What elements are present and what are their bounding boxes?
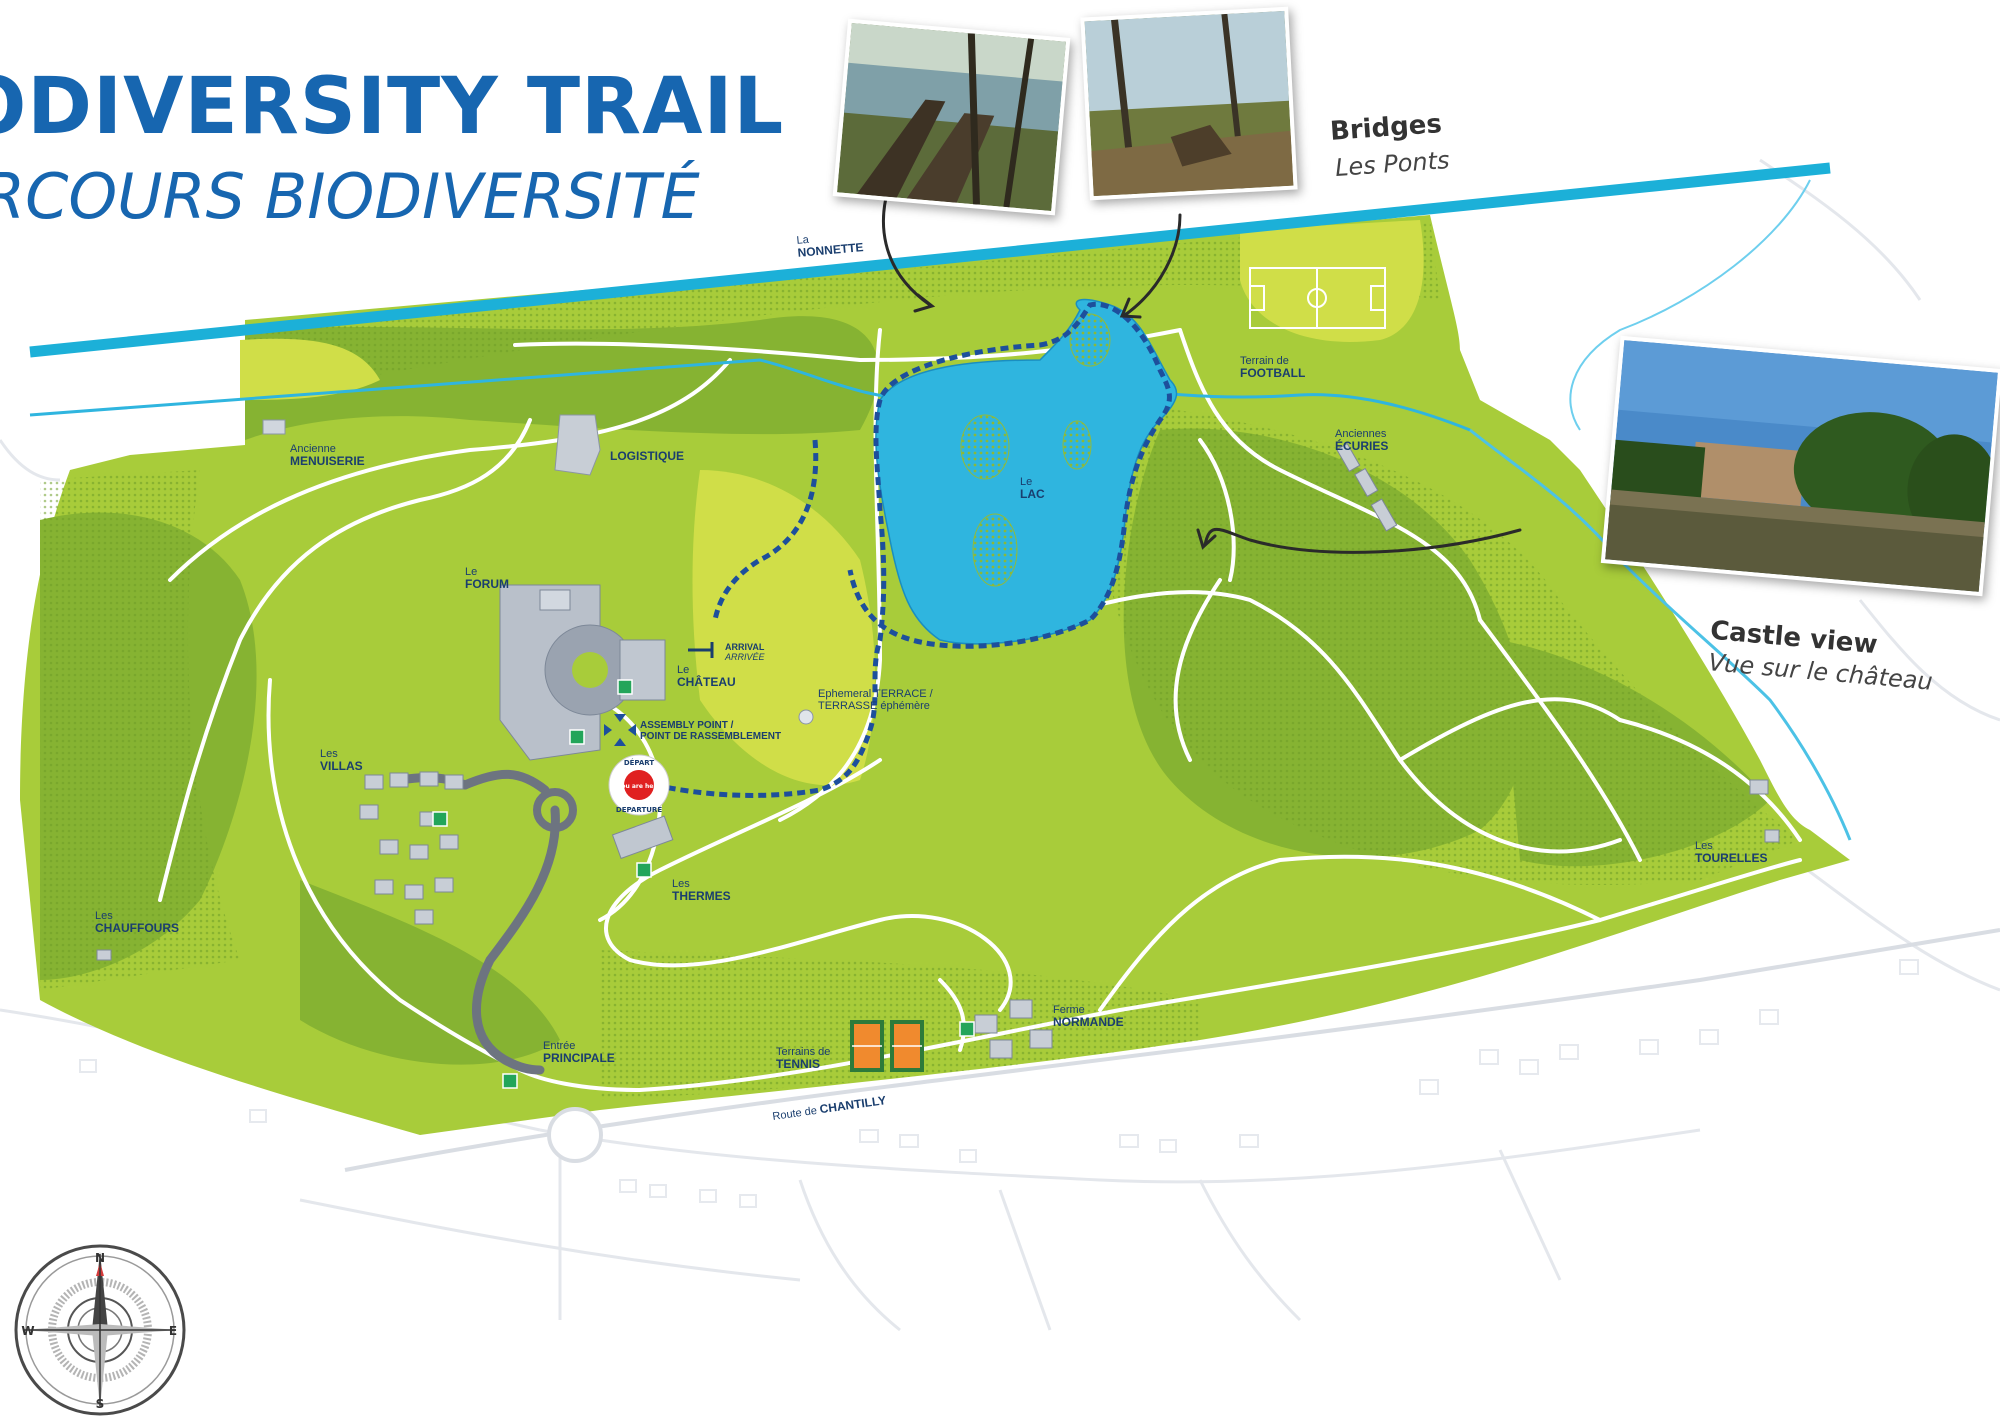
biodiversity-trail (654, 301, 1172, 798)
ecuries-buildings (1336, 442, 1398, 532)
tennis-courts (850, 1020, 924, 1072)
lake-islands (960, 313, 1111, 587)
castle-photo-image (1605, 340, 1998, 592)
villas-buildings (359, 771, 464, 925)
page-subtitle: RCOURS BIODIVERSITÉ (0, 160, 700, 233)
compass-s: S (96, 1397, 105, 1411)
park-paths (158, 328, 1802, 1093)
ferme-buildings (974, 999, 1053, 1059)
photo-arrows (882, 173, 1522, 554)
compass-n: N (95, 1251, 105, 1265)
chateau-complex (499, 584, 666, 761)
label-logistique: LOGISTIQUE (610, 449, 685, 463)
buildings (96, 414, 1780, 1059)
start-marker: DÉPART You are here DEPARTURE (608, 754, 670, 816)
page-title: ODIVERSITY TRAIL (0, 62, 785, 152)
background-buildings (79, 959, 1919, 1208)
compass-e: E (169, 1324, 177, 1338)
tourelles-building (1749, 779, 1780, 843)
texture-overlay (40, 220, 1800, 1100)
label-terrace: Ephemeral TERRACE /TERRASSE éphémère (818, 688, 933, 712)
meadows (240, 220, 1424, 786)
compass-rose: N S E W (14, 1244, 186, 1416)
arrival-marker (688, 642, 714, 658)
trail-branch (712, 439, 819, 621)
label-assembly-point: ASSEMBLY POINT /POINT DE RASSEMBLEMENT (640, 720, 782, 742)
castle-photo (1600, 335, 2000, 597)
river-nonnette (29, 162, 1852, 841)
assembly-point-icon (604, 714, 636, 746)
bridges-photo-2 (1080, 6, 1298, 201)
park-area (20, 215, 1850, 1135)
aed-icons (432, 679, 975, 1089)
road-chantilly (344, 928, 2000, 1172)
start-bottom-label: DEPARTURE (616, 806, 662, 814)
start-top-label: DÉPART (624, 758, 655, 767)
bridge-photo-image (837, 22, 1066, 212)
south-roundabout (547, 1107, 603, 1163)
football-pitch (1249, 267, 1386, 329)
compass-w: W (21, 1324, 34, 1338)
start-center-label: You are here (617, 783, 661, 790)
bridges-photo-1 (832, 18, 1071, 216)
bridge-photo-image-2 (1084, 10, 1294, 197)
terrace-marker (798, 709, 814, 725)
lake (875, 298, 1178, 645)
roundabout (533, 788, 577, 832)
